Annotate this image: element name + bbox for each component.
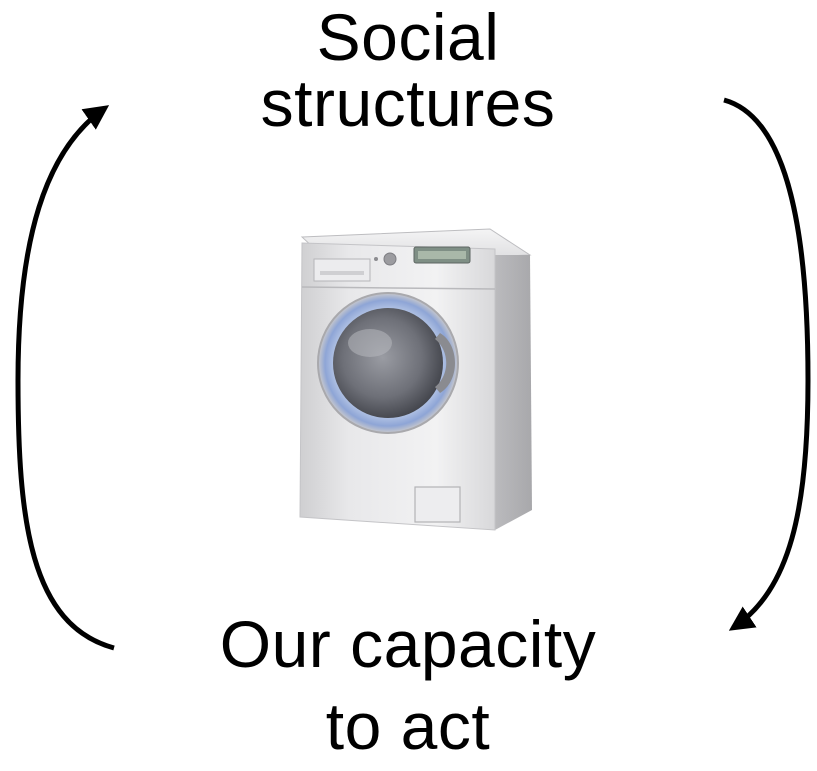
right-arrow-down [723,97,811,631]
social-structures-label: Social structures [208,0,608,136]
social-structures-line1: Social [316,0,500,74]
washing-machine-icon [299,228,532,531]
left-arrow-up [15,105,115,651]
capacity-to-act-line1: Our capacity [219,607,597,681]
capacity-to-act-label: Our capacity to act [158,607,658,759]
social-structures-line2: structures [260,66,556,140]
capacity-to-act-line2: to act [325,689,491,763]
